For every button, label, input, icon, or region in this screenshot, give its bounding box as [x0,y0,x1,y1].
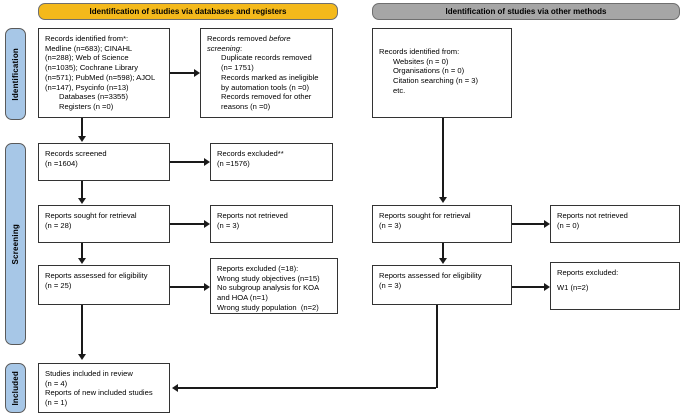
text-line: Reports not retrieved [217,211,288,220]
text-line: (n =1604) [45,158,78,168]
text-line: Reports sought for retrieval [379,211,471,220]
connector-other-assessed-to-excluded [512,286,544,288]
phase-label-included: Included [5,363,26,413]
text-line: Medline (n=683); CINAHL [45,43,133,53]
text-line: Reports of new included studies [45,388,153,398]
box-reports-sought-other-methods: Reports sought for retrieval (n = 3) [372,205,512,243]
text-line: (n = 3) [379,220,402,230]
text-line: Records identified from: [379,47,460,56]
box-reports-not-retrieved-other-methods: Reports not retrieved (n = 0) [550,205,680,243]
box-records-screened: Records screened (n =1604) [38,143,170,181]
connector-assessed-to-included [81,305,83,355]
text-line: Registers (n =0) [59,102,114,112]
text-line: W1 (n=2) [557,282,589,292]
text-line: Records removed for other [221,92,312,102]
text-line: Reports excluded: [557,268,619,277]
text-line: reasons (n =0) [221,102,271,112]
arrowhead-identified-to-removed [194,69,200,77]
box-records-removed-before-screening: Records removed before screening: Duplic… [200,28,333,118]
text-line: Citation searching (n = 3) [393,76,479,86]
arrowhead-sought-to-assessed [78,258,86,264]
text-line: (n = 3) [217,220,240,230]
box-records-identified-databases: Records identified from*: Medline (n=683… [38,28,170,118]
box-reports-assessed-databases: Reports assessed for eligibility (n = 25… [38,265,170,305]
text-line: (n = 4) [45,378,68,388]
text-line: (n=1035); Cochrane Library [45,63,139,73]
connector-other-sought-to-not-retrieved [512,223,544,225]
text-line: Records marked as ineligible [221,72,319,82]
text-line: Reports not retrieved [557,211,628,220]
text-line: (n = 3) [379,280,402,290]
text-line: (n = 0) [557,220,580,230]
text-line: by automation tools (n =0) [221,82,310,92]
connector-other-assessed-down [436,305,438,388]
arrowhead-screened-to-sought [78,198,86,204]
arrowhead-assessed-to-included [78,354,86,360]
text-line: No subgroup analysis for KOA [217,283,320,293]
text-line: Wrong study population (n=2) [217,302,319,312]
text-line: screening: [207,43,243,53]
box-reports-sought-databases: Reports sought for retrieval (n = 28) [38,205,170,243]
phase-label-screening-text: Screening [11,223,20,265]
connector-other-assessed-left-to-included [178,387,436,389]
arrowhead-assessed-to-excluded [204,283,210,291]
box-reports-excluded-other-methods: Reports excluded: W1 (n=2) [550,262,680,310]
text-line: Websites (n = 0) [393,56,449,66]
text-line: (n = 25) [45,280,72,290]
arrowhead-sought-to-not-retrieved [204,220,210,228]
arrowhead-other-sought-to-assessed [439,258,447,264]
text-line: Records excluded** [217,149,284,158]
connector-other-sought-to-assessed [442,243,444,259]
phase-label-identification-text: Identification [11,47,20,101]
arrowhead-other-sought-to-not-retrieved [544,220,550,228]
connector-assessed-to-excluded [170,286,204,288]
phase-label-included-text: Included [11,370,20,406]
arrowhead-identified-to-screened [78,136,86,142]
connector-screened-to-sought [81,181,83,199]
banner-databases-registers: Identification of studies via databases … [38,3,338,20]
text-line: (n= 1751) [221,63,254,73]
box-reports-assessed-other-methods: Reports assessed for eligibility (n = 3) [372,265,512,305]
text-line: (n = 28) [45,220,72,230]
text-line: Duplicate records removed [221,53,312,63]
connector-identified-to-screened [81,118,83,137]
connector-screened-to-excluded [170,161,204,163]
text-line: Studies included in review [45,369,133,378]
text-line: etc. [393,85,406,95]
text-line: Records screened [45,149,107,158]
banner-other-methods: Identification of studies via other meth… [372,3,680,20]
connector-sought-to-assessed [81,243,83,259]
text-line: Organisations (n = 0) [393,66,465,76]
text-line: Reports sought for retrieval [45,211,137,220]
box-reports-not-retrieved-databases: Reports not retrieved (n = 3) [210,205,333,243]
arrowhead-other-identified-to-sought [439,197,447,203]
connector-sought-to-not-retrieved [170,223,204,225]
text-line: (n =1576) [217,158,250,168]
text-line: Records removed before [207,34,291,43]
connector-other-identified-to-sought [442,118,444,198]
text-line: Reports assessed for eligibility [379,271,482,280]
phase-label-screening: Screening [5,143,26,345]
text-line: Databases (n=3355) [59,92,129,102]
text-line: (n=288); Web of Science [45,53,129,63]
text-line: Records identified from*: [45,34,129,43]
text-line: (n=571); PubMed (n=598); AJOL [45,72,156,82]
text-line: Wrong study objectives (n=15) [217,273,320,283]
text-line: (n=147), Psycinfo (n=13) [45,82,129,92]
box-reports-excluded-databases: Reports excluded (=18): Wrong study obje… [210,258,338,314]
box-records-identified-other-methods: Records identified from: Websites (n = 0… [372,28,512,118]
phase-label-identification: Identification [5,28,26,120]
arrowhead-other-to-included [172,384,178,392]
text-line: Reports assessed for eligibility [45,271,148,280]
text-line: Reports excluded (=18): [217,264,299,273]
arrowhead-screened-to-excluded [204,158,210,166]
text-line: (n = 1) [45,398,68,408]
connector-identified-to-removed [170,72,194,74]
text-line: and HOA (n=1) [217,293,268,303]
arrowhead-other-assessed-to-excluded [544,283,550,291]
box-studies-included-in-review: Studies included in review (n = 4) Repor… [38,363,170,413]
box-records-excluded: Records excluded** (n =1576) [210,143,333,181]
